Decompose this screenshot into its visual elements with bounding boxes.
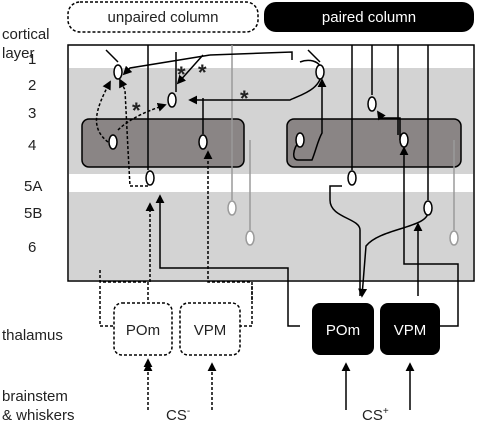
layer-label-3: 3 — [28, 105, 36, 122]
neuron-l4-left-paired — [295, 132, 305, 148]
paired-l4-to-l2-axon — [293, 78, 327, 161]
l4-to-l2-axon — [95, 80, 111, 143]
unpaired-right-bracket — [240, 286, 253, 327]
cs-minus-label: CS- — [166, 406, 190, 424]
paired-column-label: paired column — [322, 9, 416, 26]
l4-to-l3-axon — [117, 103, 167, 131]
thalamus-label: thalamus — [2, 327, 63, 344]
l2-to-l2-projection — [122, 54, 211, 76]
neuron-l5a-unpaired — [145, 170, 155, 186]
layer-label-2: 2 — [28, 77, 36, 94]
l5a-to-l2-axon-unpaired — [119, 78, 148, 187]
faded-neuron-paired-6 — [449, 230, 459, 246]
unpaired-column-label: unpaired column — [108, 9, 219, 26]
faded-neuron-6 — [245, 230, 255, 246]
unpaired-pom-label: POm — [126, 322, 160, 339]
layer-label-6: 6 — [28, 239, 36, 256]
faded-neuron-5b — [227, 200, 237, 216]
layer-label-4: 4 — [28, 137, 36, 154]
paired-vpm-to-l4 — [399, 146, 459, 327]
barrel-paired — [286, 118, 462, 168]
paired-vpm-label: VPM — [394, 322, 427, 339]
neuron-l2-paired — [315, 64, 325, 80]
unpaired-left-bracket — [99, 286, 114, 327]
barrel-unpaired — [81, 118, 245, 168]
neuron-l5b-paired — [423, 200, 433, 216]
paired-pom-to-unpaired-l5a — [155, 194, 300, 327]
unpaired-pom-tail — [99, 270, 149, 300]
paired-l2-top-axon — [209, 51, 293, 60]
brainstem-label-line2: & whiskers — [2, 407, 75, 424]
paired-vpm-box — [380, 303, 440, 355]
paired-column-header — [264, 2, 474, 32]
unpaired-pom-box — [113, 302, 173, 356]
layer-band-5b-6 — [69, 192, 473, 280]
paired-pom-axon — [329, 185, 361, 296]
axis-title-line1: cortical — [2, 26, 50, 43]
unpaired-vpm-box — [179, 302, 241, 356]
brainstem-label-line1: brainstem — [2, 388, 68, 405]
paired-pom-label: POm — [326, 322, 360, 339]
paired-l4-to-l3-axon — [377, 110, 401, 140]
l2-dendrite-unpaired — [105, 49, 119, 63]
layer-label-5a: 5A — [24, 178, 42, 195]
asterisk-3: * — [132, 98, 141, 123]
asterisk-2: * — [177, 62, 186, 87]
neuron-l4-right-unpaired — [198, 134, 208, 150]
cs-plus-label: CS+ — [362, 406, 389, 424]
layer-label-5b: 5B — [24, 205, 42, 222]
paired-pom-box — [312, 303, 374, 355]
unpaired-vpm-to-l4 — [203, 150, 253, 300]
l2-to-l3-projection — [176, 54, 204, 85]
neuron-l4-left-unpaired — [108, 134, 118, 150]
axis-title-line2: layer — [2, 45, 35, 62]
neuron-l2-unpaired — [113, 64, 123, 80]
paired-l5b-to-pom — [358, 211, 429, 298]
neuron-l3-paired — [367, 96, 377, 112]
asterisk-4: * — [240, 86, 249, 111]
neuron-l4-right-paired — [399, 132, 409, 148]
l2-dendrite-paired — [307, 49, 321, 63]
unpaired-vpm-label: VPM — [194, 322, 227, 339]
layer-label-1: 1 — [28, 51, 36, 68]
neuron-l5a-paired — [347, 170, 357, 186]
asterisk-1: * — [198, 60, 207, 85]
neuron-l3-unpaired — [167, 92, 177, 108]
unpaired-column-header — [67, 1, 259, 33]
